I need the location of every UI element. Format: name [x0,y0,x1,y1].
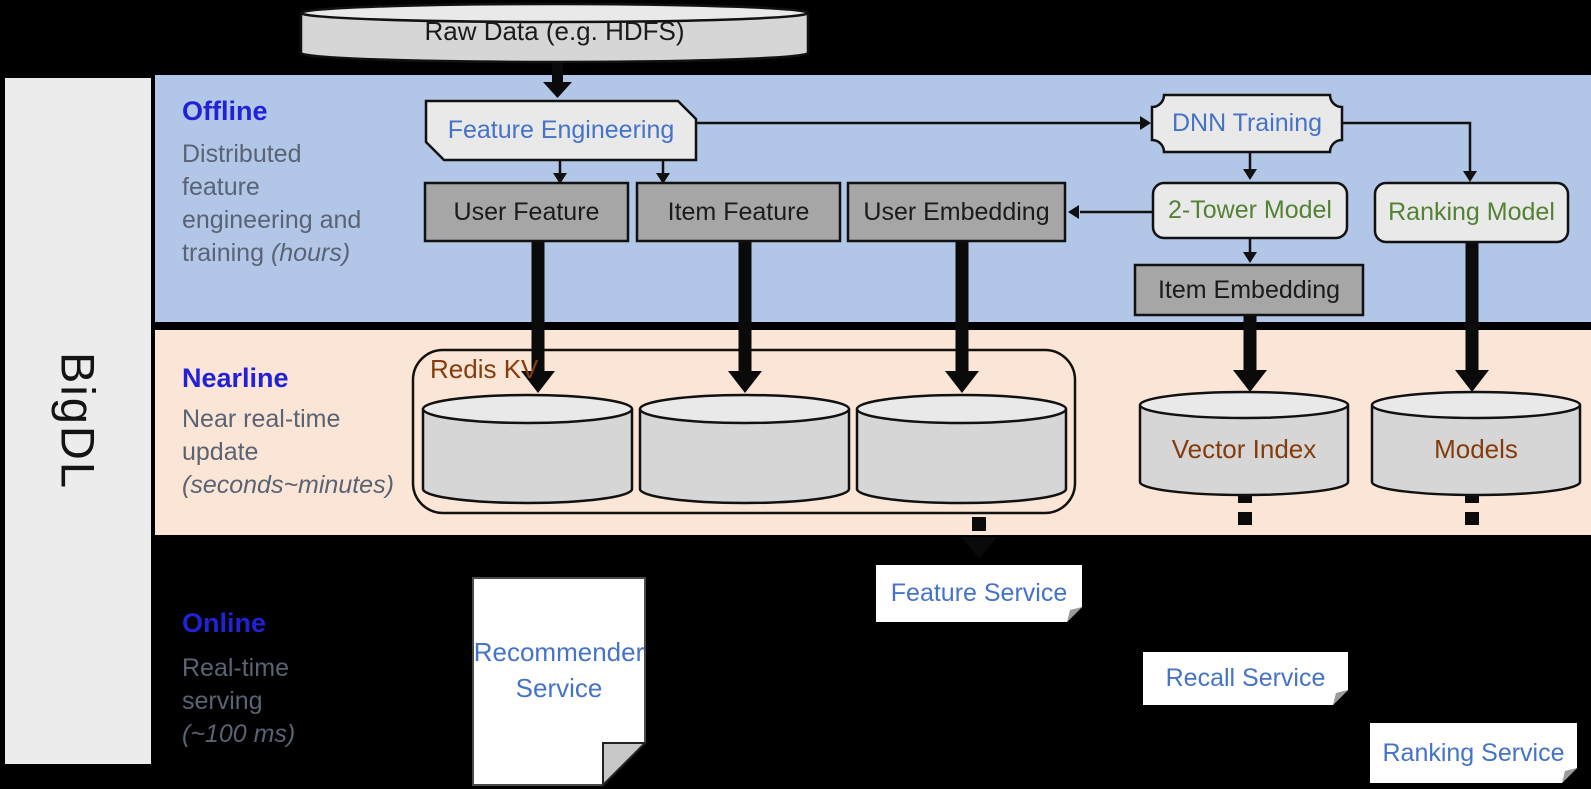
online-title: Online [182,608,267,638]
arrow-item-embedding-to-vector-index [1233,313,1267,392]
ranking-service-shape [1370,723,1577,783]
two-tower-model-shape [1151,181,1349,240]
arrow-item-feature-to-redis [728,240,762,393]
nearline-title: Nearline [182,363,289,393]
thin-connectors [553,116,1477,263]
arrow-user-feature-to-redis [521,240,555,393]
arrow-user-embedding-to-redis [945,240,979,393]
bigdl-sidebar: BigDL [5,78,151,764]
models-cylinder [1370,390,1582,497]
ranking-model-shape [1373,181,1570,244]
feature-engineering-shape [424,99,698,162]
redis-cylinder-1 [421,393,634,505]
recall-service-shape [1143,652,1348,705]
dashed-arrow-redis-to-feature-service [961,517,997,558]
offline-title: Offline [182,96,268,126]
arrow-dnn-training-to-ranking-model [1342,121,1477,182]
dnn-training-shape [1150,93,1344,154]
arrow-feature-engineering-to-item-feature [656,160,670,184]
redis-cylinder-3 [855,393,1068,505]
bigdl-brand-label: BigDL [51,351,105,490]
user-embedding-shape [846,181,1067,243]
arrow-dnn-training-to-two-tower-model [1243,152,1257,180]
feature-service-shape [876,565,1082,622]
arrow-feature-engineering-to-user-feature [553,160,567,184]
recommender-service-document [472,577,648,788]
line-ranking-model-to-models [1455,240,1489,392]
arrow-feature-engineering-to-dnn-training [696,116,1151,130]
vector-index-cylinder [1138,390,1350,497]
online-description: Real-time serving (~100 ms) [182,654,296,748]
arrow-two-tower-to-user-embedding [1068,205,1153,219]
offline-description: Distributed feature engineering and trai… [182,140,362,267]
user-feature-shape [423,181,630,243]
redis-cylinder-2 [638,393,851,505]
item-feature-shape [635,181,842,243]
raw-data-cylinder [299,2,810,64]
arrow-two-tower-to-item-embedding [1243,238,1257,263]
nearline-description: Near real-time update (seconds~minutes) [182,405,394,499]
item-embedding-shape [1133,263,1365,317]
arrow-raw-data-to-feature-engineering [543,60,572,98]
thick-connectors [521,60,1489,558]
